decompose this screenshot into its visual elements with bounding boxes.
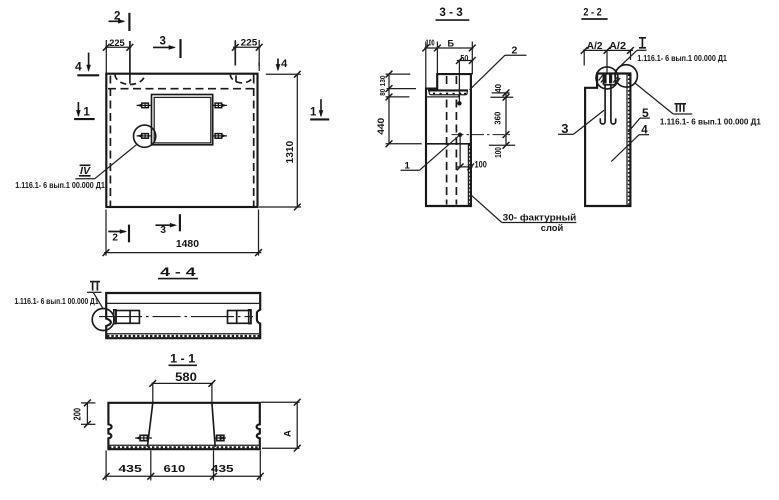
svg-text:30- фактурный: 30- фактурный <box>503 212 577 222</box>
svg-text:1.116.1- 6 вып.1 00.000 Д1: 1.116.1- 6 вып.1 00.000 Д1 <box>637 54 727 63</box>
svg-text:610: 610 <box>164 464 186 475</box>
svg-text:1: 1 <box>310 107 317 119</box>
svg-text:2: 2 <box>112 232 118 243</box>
svg-text:1.116.1- 6 вып.1 00.000 Д1: 1.116.1- 6 вып.1 00.000 Д1 <box>660 117 762 126</box>
svg-text:200: 200 <box>72 408 83 421</box>
svg-text:80: 80 <box>378 89 387 96</box>
svg-text:1310: 1310 <box>285 140 296 163</box>
svg-text:1.116.1- 6 вып.1 00.000 Д1: 1.116.1- 6 вып.1 00.000 Д1 <box>14 297 99 306</box>
svg-text:4 - 4: 4 - 4 <box>160 265 196 279</box>
svg-text:A/2: A/2 <box>609 40 626 52</box>
svg-text:580: 580 <box>175 372 197 384</box>
svg-text:4: 4 <box>281 58 288 70</box>
svg-text:A/2: A/2 <box>587 40 603 52</box>
svg-text:2 - 2: 2 - 2 <box>583 7 601 19</box>
svg-text:IV: IV <box>80 165 91 177</box>
svg-text:1480: 1480 <box>176 239 199 250</box>
svg-text:А: А <box>283 430 294 437</box>
svg-text:1 - 1: 1 - 1 <box>170 351 195 365</box>
svg-text:2: 2 <box>511 45 517 57</box>
svg-text:40: 40 <box>494 83 503 92</box>
svg-text:435: 435 <box>118 464 142 475</box>
svg-text:1: 1 <box>83 106 90 118</box>
svg-text:100: 100 <box>426 38 435 47</box>
svg-text:3 - 3: 3 - 3 <box>439 7 462 19</box>
svg-text:Б: Б <box>447 38 454 48</box>
svg-text:50: 50 <box>460 54 468 63</box>
svg-text:3: 3 <box>159 35 165 47</box>
svg-text:440: 440 <box>376 118 387 135</box>
svg-text:1.116.1- 6 вып.1 00.000 Д1: 1.116.1- 6 вып.1 00.000 Д1 <box>15 181 105 190</box>
svg-text:100: 100 <box>475 160 487 171</box>
svg-text:4: 4 <box>75 59 82 73</box>
svg-text:4: 4 <box>641 125 648 137</box>
svg-text:130: 130 <box>378 75 387 86</box>
svg-text:слой: слой <box>541 223 564 233</box>
svg-text:1: 1 <box>405 161 411 172</box>
svg-text:435: 435 <box>211 464 234 475</box>
svg-text:225: 225 <box>241 38 258 48</box>
svg-text:360: 360 <box>494 111 503 125</box>
svg-text:2: 2 <box>114 10 120 22</box>
svg-text:100: 100 <box>494 147 503 158</box>
svg-text:3: 3 <box>561 121 568 136</box>
svg-text:3: 3 <box>160 225 166 236</box>
svg-text:5: 5 <box>642 106 649 120</box>
svg-text:225: 225 <box>109 38 125 48</box>
